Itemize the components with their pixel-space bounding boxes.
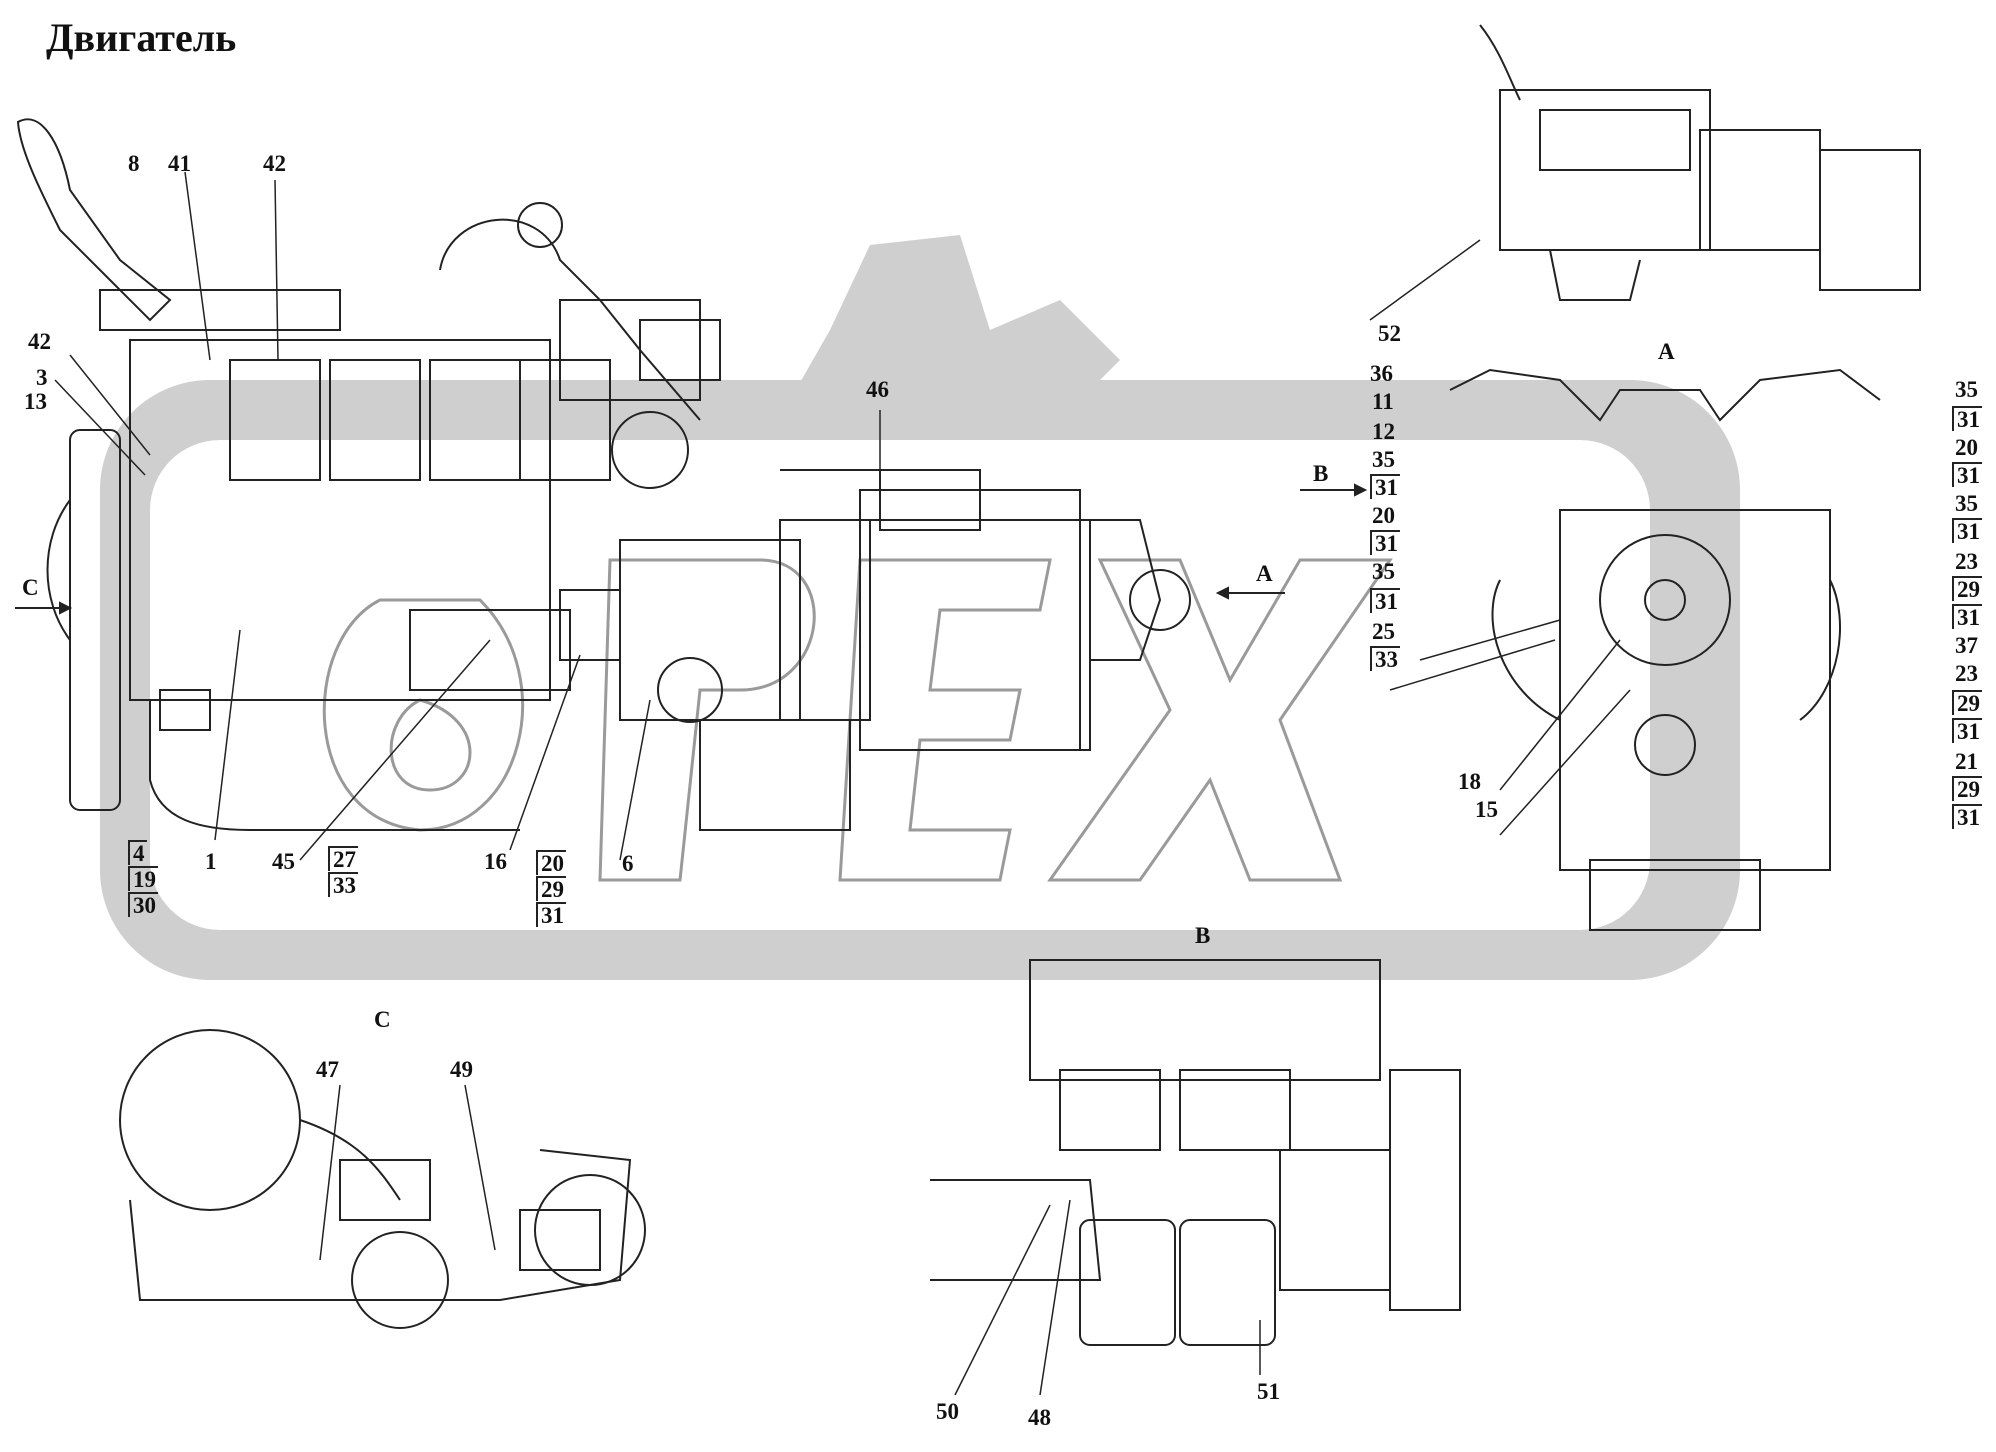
callout-number: 42	[28, 329, 51, 354]
callout-number-boxed: 31	[1370, 530, 1400, 555]
callout-number: 16	[484, 849, 507, 874]
view-label-b-heading: В	[1195, 923, 1211, 948]
callout-number-boxed: 31	[1952, 718, 1982, 743]
view-label-a-arrow: А	[1256, 561, 1273, 586]
callout-number-boxed: 31	[1370, 474, 1400, 499]
callout-number: 21	[1955, 749, 1978, 774]
callout-number: 8	[128, 151, 140, 176]
callout-number: 23	[1955, 661, 1978, 686]
callout-number: 6	[622, 851, 634, 876]
callout-number: 18	[1458, 769, 1481, 794]
view-arrows	[15, 483, 1368, 615]
callout-number-boxed: 31	[1370, 588, 1400, 613]
view-label-b-arrow: В	[1313, 461, 1329, 486]
engine-perspective-view	[1479, 24, 1921, 301]
side-view-b	[930, 959, 1461, 1346]
leader-lines	[54, 171, 1631, 1396]
view-label-c-heading: С	[374, 1007, 391, 1032]
callout-number-boxed: 19	[128, 866, 158, 891]
main-engine-view	[16, 118, 1191, 831]
callout-number: 20	[1372, 503, 1395, 528]
callout-number: 51	[1257, 1379, 1280, 1404]
callout-number-boxed: 29	[1952, 776, 1982, 801]
callout-number-boxed: 29	[1952, 576, 1982, 601]
callout-number-boxed: 29	[536, 876, 566, 901]
callout-number-boxed: 31	[1952, 462, 1982, 487]
callout-number: 36	[1370, 361, 1393, 386]
callout-number: 23	[1955, 549, 1978, 574]
callout-number: 37	[1955, 633, 1978, 658]
callout-number-boxed: 31	[1952, 406, 1982, 431]
callout-number-boxed: 31	[1952, 518, 1982, 543]
callout-number-boxed: 20	[536, 850, 566, 875]
callout-number: 35	[1372, 559, 1395, 584]
callout-number-boxed: 4	[128, 840, 147, 865]
watermark-letters	[322, 558, 1393, 882]
side-view-c	[119, 1029, 646, 1329]
callout-number: 35	[1955, 377, 1978, 402]
callout-number: 35	[1955, 491, 1978, 516]
callout-number: 25	[1372, 619, 1395, 644]
callout-number: 47	[316, 1057, 339, 1082]
callout-number: 20	[1955, 435, 1978, 460]
callout-number-boxed: 33	[1370, 646, 1400, 671]
callout-number: 12	[1372, 419, 1395, 444]
callout-number-boxed: 31	[536, 902, 566, 927]
callout-number: 42	[263, 151, 286, 176]
page-title: Двигатель	[46, 15, 237, 60]
view-label-a-top: А	[1658, 339, 1675, 364]
callout-number-boxed: 30	[128, 892, 158, 917]
callout-number: 50	[936, 1399, 959, 1424]
callout-number: 1	[205, 849, 217, 874]
callout-number-boxed: 27	[328, 846, 358, 871]
callout-number-boxed: 33	[328, 872, 358, 897]
callout-number: 46	[866, 377, 889, 402]
callout-number: 48	[1028, 1405, 1051, 1430]
callout-number: 52	[1378, 321, 1401, 346]
callout-number: 3	[36, 365, 48, 390]
callout-number: 49	[450, 1057, 473, 1082]
callout-number: 45	[272, 849, 295, 874]
callout-number: 13	[24, 389, 47, 414]
view-label-c-arrow: С	[22, 575, 39, 600]
callout-number: 15	[1475, 797, 1498, 822]
callout-number: 35	[1372, 447, 1395, 472]
callout-number: 11	[1372, 389, 1394, 414]
callout-number: 41	[168, 151, 191, 176]
callout-number-boxed: 29	[1952, 690, 1982, 715]
callout-number-boxed: 31	[1952, 604, 1982, 629]
front-view-a	[1449, 368, 1881, 931]
callout-number-boxed: 31	[1952, 804, 1982, 829]
